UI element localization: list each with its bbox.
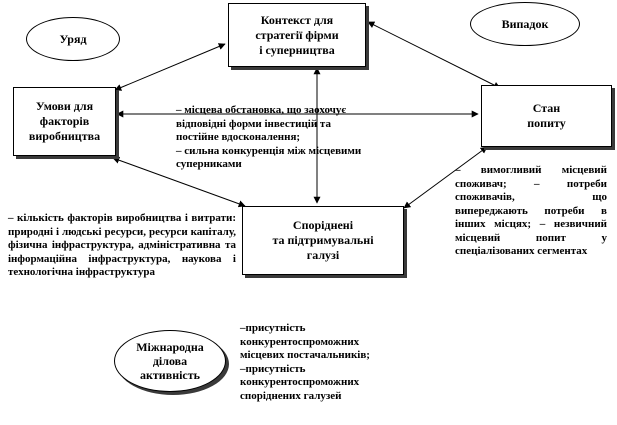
node-chance: Випадок	[470, 2, 580, 46]
node-related: Споріднені та підтримувальні галузі	[242, 206, 404, 275]
node-intl-business: Міжнародна ділова активність	[114, 330, 226, 392]
arrow-context-demand	[367, 21, 501, 89]
node-context: Контекст для стратегії фірми і суперницт…	[228, 3, 366, 67]
note-related: –присутність конкурентоспроможних місцев…	[240, 322, 370, 402]
arrow-demand-related	[403, 146, 488, 209]
note-strategy: – місцева обстановка, що заохочує відпов…	[176, 104, 362, 170]
node-government: Уряд	[26, 17, 120, 61]
arrow-context-factors	[114, 43, 226, 91]
node-demand: Стан попиту	[481, 85, 612, 147]
node-factors: Умови для факторів виробництва	[13, 87, 116, 156]
arrow-factors-related	[112, 156, 246, 208]
note-demand: – вимогливий місцевий споживач; – потреб…	[455, 164, 607, 257]
note-factors: – кількість факторів виробництва і витра…	[8, 212, 236, 278]
